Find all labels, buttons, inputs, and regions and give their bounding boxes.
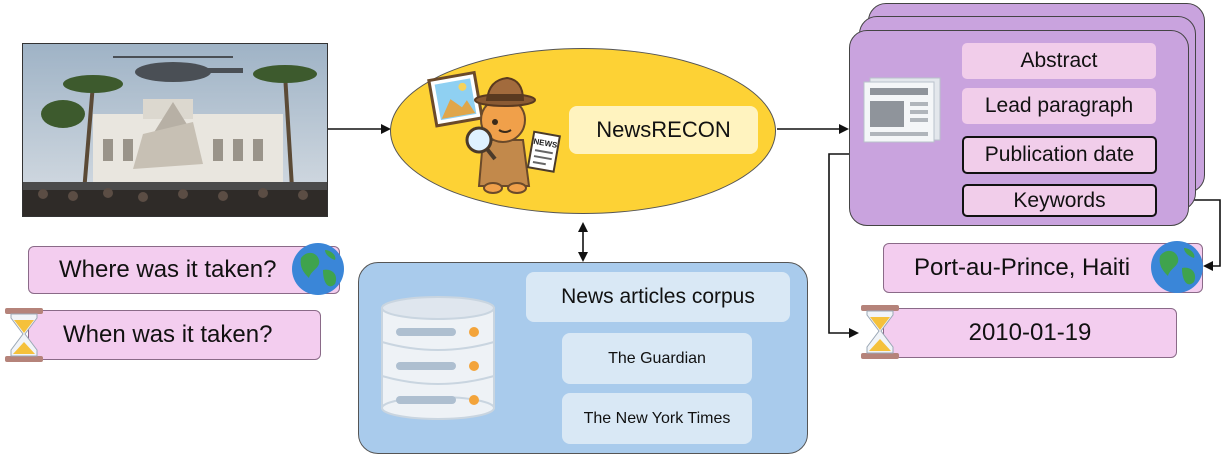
corpus-title: News articles corpus (526, 272, 790, 322)
svg-text:NEWS: NEWS (533, 137, 559, 150)
database-icon (380, 296, 496, 420)
answer-date-label: 2010-01-19 (968, 319, 1092, 346)
question-where-label: Where was it taken? (59, 256, 277, 283)
answer-location-label: Port-au-Prince, Haiti (914, 254, 1131, 281)
answer-date: 2010-01-19 (883, 308, 1177, 358)
globe-icon (1148, 238, 1206, 296)
corpus-source-guardian: The Guardian (562, 333, 752, 384)
corpus-source-nyt: The New York Times (562, 393, 752, 444)
hourglass-icon (3, 306, 45, 364)
question-where: Where was it taken? (28, 246, 340, 294)
field-keywords: Keywords (962, 184, 1157, 217)
newsrecon-label: NewsRECON (569, 106, 758, 154)
hourglass-icon (859, 303, 901, 361)
globe-icon (289, 240, 347, 298)
question-when-label: When was it taken? (63, 321, 273, 348)
field-lead-paragraph: Lead paragraph (962, 88, 1156, 124)
input-photo (22, 43, 328, 217)
newspaper-icon (862, 76, 942, 144)
answer-location: Port-au-Prince, Haiti (883, 243, 1203, 293)
field-publication-date: Publication date (962, 136, 1157, 174)
field-abstract: Abstract (962, 43, 1156, 79)
detective-mascot: NEWS (425, 62, 565, 197)
question-when: When was it taken? (28, 310, 321, 360)
